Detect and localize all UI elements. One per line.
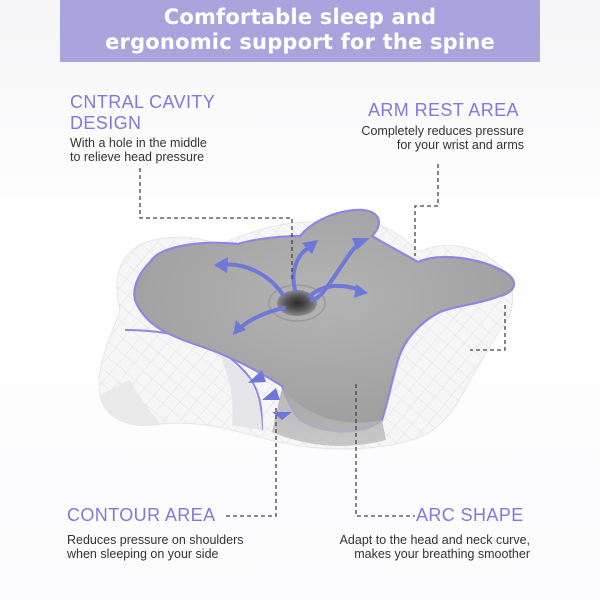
central-cavity-title-line-1: CNTRAL CAVITY [70,92,216,112]
arm-rest-description: Completely reduces pressure for your wri… [340,124,524,152]
contour-area-description: Reduces pressure on shoulders when sleep… [67,533,244,561]
arc-shape-desc-line-2: makes your breathing smoother [354,547,530,561]
central-cavity-description: With a hole in the middle to relieve hea… [70,136,207,164]
arrowheads [214,238,370,335]
arm-rest-desc-line-1: Completely reduces pressure [361,124,524,138]
contour-area-desc-line-1: Reduces pressure on shoulders [67,533,244,547]
contour-area-title: CONTOUR AREA [67,505,216,525]
title-banner: Comfortable sleep and ergonomic support … [60,0,540,62]
central-cavity-title-line-2: DESIGN [70,113,142,133]
callout-lines [139,164,506,517]
arc-shape-title: ARC SHAPE [416,505,524,525]
central-cavity-desc-line-2: to relieve head pressure [70,150,205,164]
center-cavity [277,290,317,316]
arc-front [272,388,386,446]
side-arrows [248,370,292,420]
arm-rest-title: ARM REST AREA [368,100,519,120]
banner-title-line-1: Comfortable sleep and [163,5,437,29]
arc-shape-description: Adapt to the head and neck curve, makes … [312,533,530,561]
contour-recess [218,352,262,430]
central-cavity-desc-line-1: With a hole in the middle [70,136,207,150]
central-cavity-title: CNTRAL CAVITY DESIGN [70,92,215,134]
contour-area-desc-line-2: when sleeping on your side [67,547,219,561]
banner-title-line-2: ergonomic support for the spine [105,30,495,54]
arm-rest-desc-line-2: for your wrist and arms [396,138,524,152]
arc-shape-desc-line-1: Adapt to the head and neck curve, [339,533,530,547]
contour-edge [124,329,263,431]
